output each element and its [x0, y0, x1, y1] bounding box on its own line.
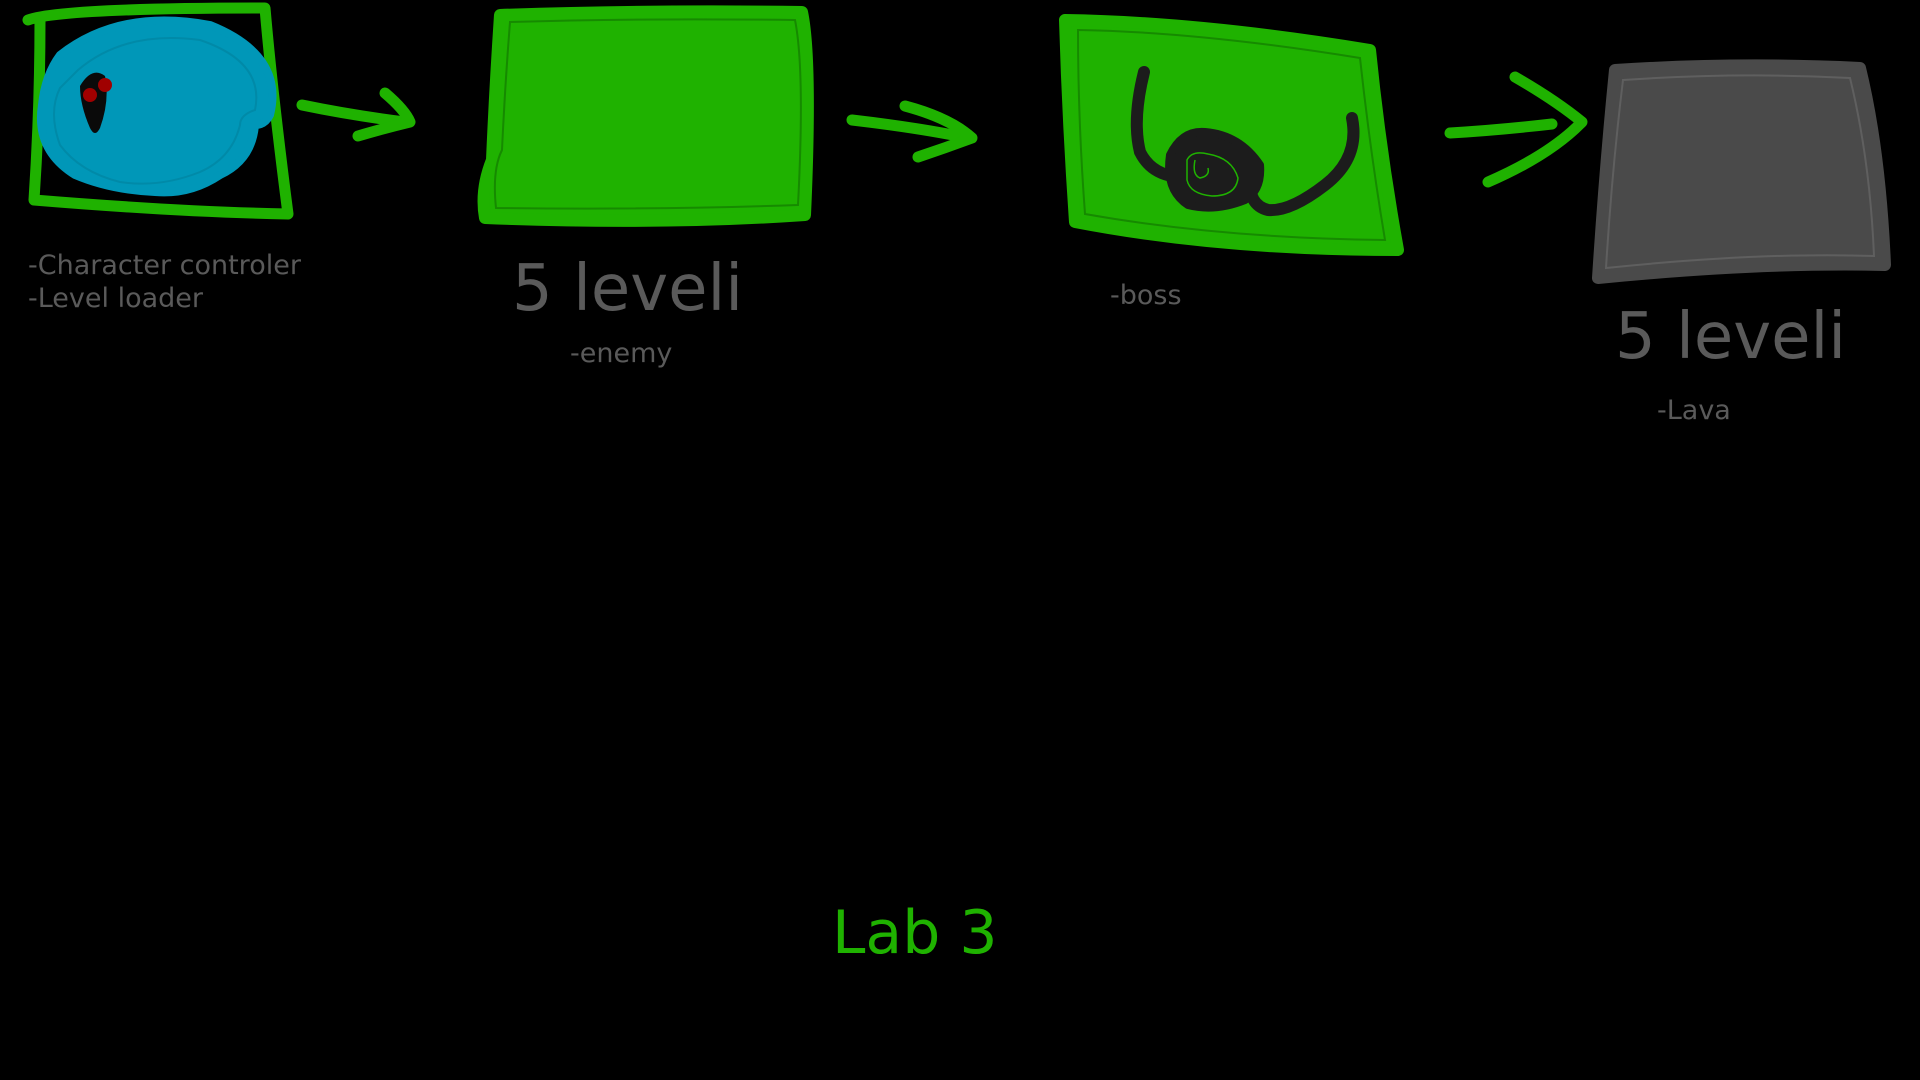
stage-4-heading: 5 leveli: [1615, 300, 1847, 374]
stage-1-note-character: -Character controler: [28, 250, 301, 281]
stage-1-box: [22, 2, 294, 220]
stage-1-note-level-loader: -Level loader: [28, 283, 204, 314]
stage-2-box: [477, 5, 814, 227]
stage-3-box: [1059, 14, 1404, 256]
arrow-right-icon: [296, 87, 416, 142]
stage-4-box: [1592, 59, 1891, 284]
stage-3-note: -boss: [1110, 280, 1182, 311]
stage-4-note: -Lava: [1657, 395, 1731, 426]
diagram-title: Lab 3: [832, 898, 998, 968]
arrow-right-icon: [1444, 71, 1588, 188]
stage-2-heading: 5 leveli: [512, 252, 744, 326]
stage-2-note: -enemy: [570, 338, 673, 369]
player-character-icon: [37, 16, 277, 197]
boss-icon: [1130, 66, 1360, 217]
arrow-right-icon: [846, 100, 978, 163]
